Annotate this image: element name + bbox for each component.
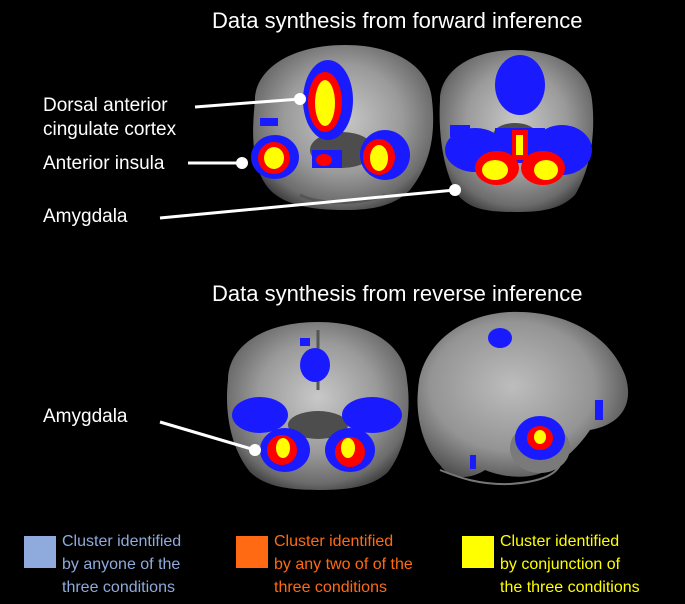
legend-text-line: by conjunction of <box>500 556 621 573</box>
forward-coronal-brain-right <box>439 50 594 212</box>
pointer-dots <box>236 93 461 456</box>
legend-text-line: by anyone of the <box>62 556 181 573</box>
legend-swatch-orange <box>236 536 268 568</box>
legend-item-any-one: Cluster identified by anyone of the thre… <box>24 530 234 596</box>
reverse-sagittal-brain <box>417 311 629 486</box>
legend-text-line: by any two of of the <box>274 556 413 573</box>
legend-item-conjunction: Cluster identified by conjunction of the… <box>462 530 682 596</box>
label-dacc-line1: Dorsal anterior <box>43 95 168 116</box>
legend-text-line: Cluster identified <box>62 533 182 550</box>
legend-text-line: three conditions <box>274 579 387 596</box>
legend-swatch-blue <box>24 536 56 568</box>
label-amygdala-top: Amygdala <box>43 206 128 227</box>
legend-item-any-two: Cluster identified by any two of of the … <box>236 530 461 596</box>
pointer-lines <box>159 97 456 452</box>
legend-text-line: Cluster identified <box>274 533 394 550</box>
reverse-coronal-brain <box>226 322 409 490</box>
legend-text-line: the three conditions <box>500 579 640 596</box>
label-anterior-insula: Anterior insula <box>43 153 165 174</box>
label-amygdala-bottom: Amygdala <box>43 406 128 427</box>
legend-text-line: Cluster identified <box>500 533 620 550</box>
reverse-inference-heading: Data synthesis from reverse inference <box>212 281 583 306</box>
forward-inference-heading: Data synthesis from forward inference <box>212 8 583 33</box>
legend-text-line: three conditions <box>62 579 175 596</box>
forward-coronal-brain-left <box>251 45 434 210</box>
legend-swatch-yellow <box>462 536 494 568</box>
label-dacc-line2: cingulate cortex <box>43 119 177 140</box>
